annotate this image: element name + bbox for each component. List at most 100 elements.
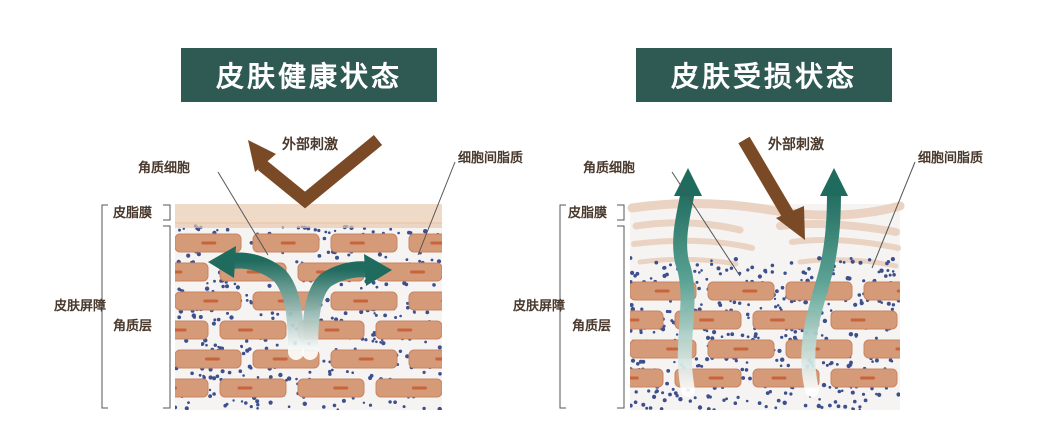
lipid-dot [639, 328, 643, 332]
lipid-dot [789, 392, 793, 396]
lipid-dot [822, 318, 828, 324]
lipid-dot [308, 370, 312, 374]
lipid-dot [630, 358, 636, 363]
lipid-dot [661, 391, 665, 395]
lipid-dot [634, 390, 638, 394]
lipid-dot [245, 299, 249, 302]
lipid-dot [732, 300, 737, 305]
lipid-dot [858, 405, 862, 409]
lipid-dot [890, 257, 896, 262]
lipid-dot [712, 408, 716, 410]
lipid-dot [700, 303, 703, 306]
lipid-dot [256, 376, 260, 379]
healthy-label-corneocyte: 角质细胞 [138, 160, 190, 176]
lipid-dot [638, 359, 643, 364]
lipid-dot [328, 372, 332, 376]
lipid-dot [405, 354, 410, 359]
lipid-dot [633, 274, 637, 278]
lipid-dot [764, 405, 768, 409]
lipid-dot [849, 257, 853, 260]
corneocyte-cell [219, 378, 287, 398]
lipid-dot [208, 375, 213, 380]
lipid-dot [845, 276, 850, 281]
lipid-dot [208, 394, 213, 398]
lipid-dot [668, 310, 672, 314]
lipid-dot [740, 333, 745, 338]
lipid-dot [630, 328, 633, 333]
lipid-dot [220, 369, 225, 374]
lipid-dot [330, 316, 334, 320]
lipid-dot [867, 258, 872, 262]
lipid-dot [322, 236, 327, 241]
healthy-title: 皮肤健康状态 [215, 60, 402, 93]
lipid-dot [211, 321, 216, 326]
lipid-dot [825, 363, 829, 367]
lipid-dot [800, 278, 803, 282]
healthy-stimulus-arrow [248, 134, 383, 209]
lipid-dot [884, 274, 888, 278]
lipid-dot [187, 401, 190, 404]
lipid-dot [877, 392, 882, 397]
corneocyte-cell [375, 378, 442, 398]
lipid-dot [693, 269, 697, 273]
lipid-dot [196, 252, 201, 257]
lipid-dot [775, 358, 779, 362]
lipid-dot [870, 386, 874, 391]
lipid-dot [225, 402, 229, 406]
lipid-dot [335, 255, 339, 260]
lipid-dot [377, 252, 382, 257]
lipid-dot [278, 372, 283, 378]
lipid-dot [673, 360, 676, 364]
lipid-dot [705, 329, 709, 333]
lipid-dot [333, 229, 337, 233]
lipid-dot [345, 370, 349, 374]
damaged-label-skin-barrier: 皮肤屏障 [512, 298, 565, 314]
lipid-dot [671, 387, 675, 391]
lipid-dot [852, 407, 855, 410]
lipid-dot [746, 268, 750, 272]
lipid-dot [383, 313, 387, 318]
lipid-dot [780, 335, 784, 339]
lipid-dot [202, 374, 205, 378]
lipid-dot [748, 376, 752, 381]
lipid-dot [858, 408, 861, 410]
corneocyte-cell [630, 368, 664, 388]
lipid-dot [871, 360, 874, 363]
lipid-dot [818, 398, 821, 401]
lipid-dot [836, 404, 841, 409]
lipid-dot [886, 301, 891, 306]
lipid-dot [725, 268, 729, 272]
lipid-dot [786, 363, 790, 368]
lipid-dot [406, 305, 410, 310]
lipid-dot [780, 357, 785, 362]
lipid-dot [249, 299, 252, 303]
lipid-dot [840, 389, 844, 393]
corneocyte-cell [408, 291, 442, 311]
lipid-dot [835, 363, 839, 366]
lipid-dot [827, 302, 830, 306]
lipid-dot [636, 362, 640, 366]
lipid-dot [850, 259, 855, 264]
lipid-dot [240, 400, 244, 403]
lipid-dot [874, 358, 879, 363]
lipid-dot [697, 405, 703, 410]
lipid-dot [665, 381, 669, 386]
corneocyte-cell [175, 262, 209, 282]
lipid-dot [412, 310, 416, 314]
healthy-sebum-film [175, 204, 442, 224]
lipid-dot [268, 400, 273, 405]
lipid-dot [779, 364, 783, 368]
lipid-dot [437, 406, 442, 410]
lipid-dot [729, 266, 734, 270]
lipid-dot [384, 255, 388, 259]
lipid-dot [859, 301, 864, 306]
lipid-dot [351, 371, 355, 375]
lipid-dot [854, 335, 858, 338]
lipid-dot [221, 284, 225, 289]
lipid-dot [430, 258, 434, 262]
lipid-dot [821, 361, 826, 365]
lipid-dot [197, 228, 201, 232]
lipid-dot [668, 392, 672, 397]
lipid-dot [233, 282, 237, 286]
lipid-dot [381, 341, 386, 346]
